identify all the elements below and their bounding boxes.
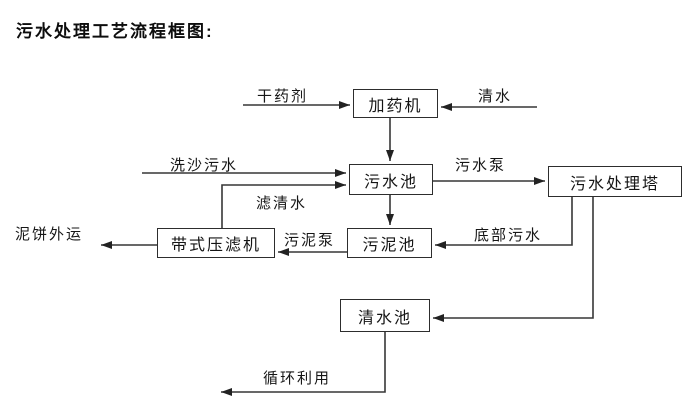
node-sewage-treatment-tower: 污水处理塔	[548, 166, 682, 197]
label-clear-water: 清水	[478, 88, 513, 105]
label-mud-cake-out: 泥饼外运	[15, 226, 84, 243]
label-dry-chemical: 干药剂	[257, 88, 309, 105]
node-clear-water-pool: 清水池	[340, 299, 430, 332]
label-recycling: 循环利用	[263, 370, 332, 387]
edge-clear-water-pool-to-recycling	[221, 332, 386, 396]
label-sludge-pump: 污泥泵	[284, 232, 336, 249]
diagram-title: 污水处理工艺流程框图:	[16, 22, 214, 41]
node-sewage-pool: 污水池	[349, 164, 433, 195]
label-sand-washing-sewage: 洗沙污水	[170, 157, 239, 174]
edge-tower-to-clear-water-pool	[433, 197, 594, 322]
label-bottom-sewage: 底部污水	[474, 227, 543, 244]
label-sewage-pump: 污水泵	[455, 157, 507, 174]
edge-filtered-water-to-sewage-pool	[221, 181, 346, 228]
edge-tower-to-sludge-pool	[435, 197, 573, 249]
label-filtered-water: 滤清水	[256, 195, 308, 212]
node-belt-filter-press: 带式压滤机	[157, 228, 275, 258]
node-sludge-pool: 污泥池	[347, 228, 432, 258]
node-dosing-machine: 加药机	[353, 89, 438, 118]
